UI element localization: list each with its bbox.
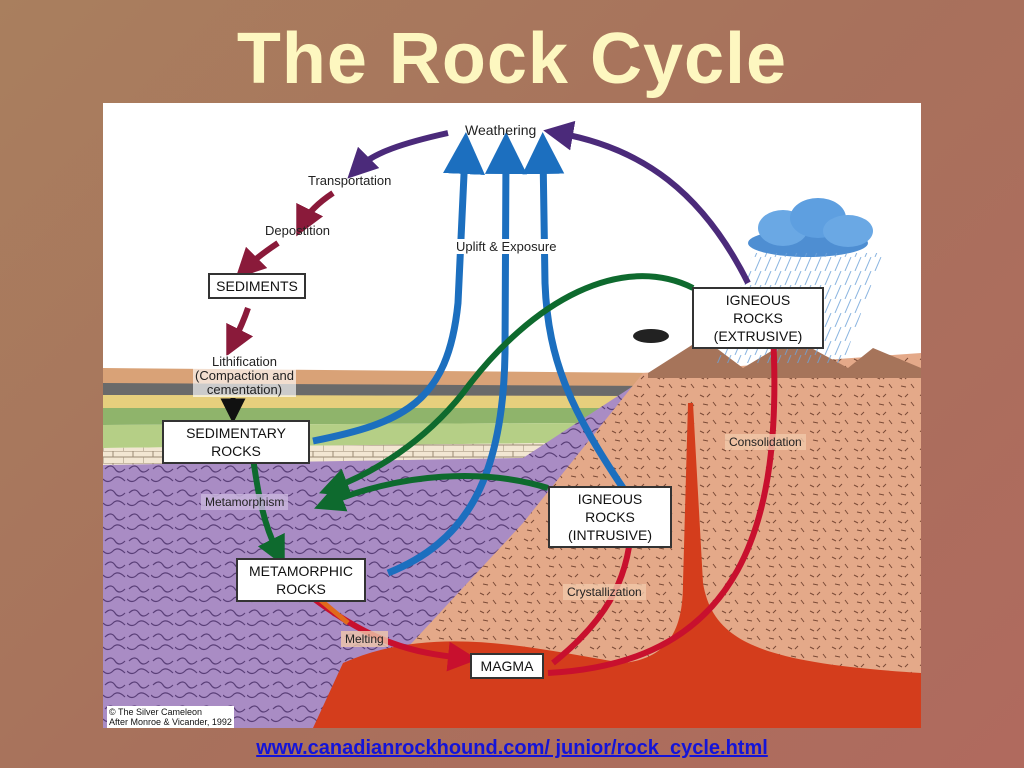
label-deposition: Depostition [265,223,331,238]
rock-cycle-diagram: Weathering Transportation Depostition Up… [103,103,921,728]
box-igneous-extrusive: IGNEOUS ROCKS (EXTRUSIVE) [692,287,824,349]
label-crystallization: Crystallization [563,584,646,600]
credit-note: © The Silver Cameleon After Monroe & Vic… [107,706,234,728]
label-weathering: Weathering [465,122,537,138]
box-sediments: SEDIMENTS [208,273,306,299]
label-metamorphism: Metamorphism [201,494,289,510]
box-sedimentary-rocks: SEDIMENTARY ROCKS [162,420,310,464]
label-uplift-exposure: Uplift & Exposure [454,239,559,254]
label-lithification: Lithification (Compaction and cementatio… [193,354,296,397]
box-metamorphic-rocks: METAMORPHIC ROCKS [236,558,366,602]
label-melting: Melting [341,631,388,647]
label-transportation: Transportation [308,173,392,188]
slide-title: The Rock Cycle [236,19,788,99]
box-magma: MAGMA [470,653,544,679]
label-consolidation: Consolidation [725,434,806,450]
source-link[interactable]: www.canadianrockhound.com/ junior/rock_c… [256,737,768,759]
box-igneous-intrusive: IGNEOUS ROCKS (INTRUSIVE) [548,486,672,548]
diagram-art [103,120,921,728]
